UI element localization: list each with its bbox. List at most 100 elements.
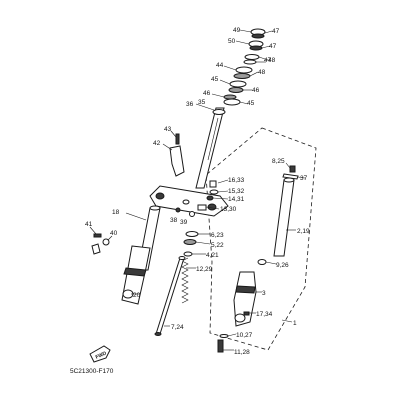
bolt-43: [175, 133, 180, 145]
callout-13-30: 13,30: [220, 206, 237, 213]
callout-47-a: 47: [272, 28, 280, 35]
steering-shaft: [195, 107, 225, 189]
callout-36: 36: [186, 101, 194, 108]
bolt-41: [93, 233, 102, 238]
fork-assembly-boundary: [205, 127, 317, 351]
callout-8-25: 8,25: [272, 158, 285, 165]
callout-39: 39: [180, 219, 188, 226]
callout-41: 41: [85, 221, 93, 228]
right-fork-tube: [273, 177, 296, 257]
top-stack-leaders: [211, 29, 273, 105]
callout-12-29: 12,29: [196, 266, 213, 273]
left-fork-outer: [121, 245, 151, 305]
clamp-small-parts: [197, 179, 229, 211]
outer-band-20: [123, 267, 147, 277]
callout-46-a: 46: [252, 87, 260, 94]
callout-6-23: 6,23: [211, 232, 224, 239]
callout-43: 43: [164, 126, 172, 133]
bolt-11-28: [217, 339, 224, 353]
bolt-17-34: [243, 311, 250, 316]
callout-38: 38: [170, 217, 178, 224]
stem-collar: [212, 109, 226, 115]
spacer-13-30: [197, 204, 207, 211]
cap-8-25: [289, 165, 296, 173]
callout-20: 20: [133, 292, 141, 299]
bearing-46: [228, 87, 244, 93]
leader-1: [281, 319, 293, 323]
washer-10-27: [219, 334, 229, 338]
callout-45-b: 45: [247, 100, 255, 107]
bracket-42: [169, 145, 185, 177]
callout-16-33: 16,33: [228, 177, 245, 184]
callout-2-19: 2,19: [297, 228, 310, 235]
pin-39: [189, 211, 195, 217]
washer-47-top: [251, 33, 265, 39]
diagram-code: 5C21300-F170: [70, 368, 114, 375]
clamp-hole-right: [207, 203, 217, 211]
axle-boss-3: [234, 313, 246, 323]
rod-7-24: [155, 257, 185, 335]
callout-40: 40: [110, 230, 118, 237]
bearing-46-low: [223, 94, 237, 100]
left-bolts: [89, 226, 113, 255]
callout-44: 44: [216, 62, 224, 69]
clamp-hole-left: [155, 192, 165, 200]
washer-40: [102, 238, 110, 246]
clip-40: [91, 243, 101, 255]
callout-42: 42: [153, 140, 161, 147]
steering-stem: [195, 107, 226, 189]
bottom-bolt: [217, 333, 237, 353]
inner-tube-2-19: [273, 179, 295, 257]
leader-9-26: [265, 261, 277, 265]
callout-47-c: 47: [264, 57, 272, 64]
callout-3: 3: [262, 290, 266, 297]
callout-49: 49: [233, 27, 241, 34]
callout-50: 50: [228, 38, 236, 45]
right-fork-outer: [233, 271, 262, 327]
bearing-race-48: [244, 54, 260, 60]
rod-bottom: [154, 332, 162, 336]
callout-48-b: 48: [258, 69, 266, 76]
pins-38-39: [175, 207, 195, 217]
oring-6-23: [185, 231, 199, 237]
callout-9-26: 9,26: [276, 262, 289, 269]
callout-10-27: 10,27: [236, 332, 253, 339]
top-bearing-stack: [223, 28, 266, 106]
fwd-arrow: FWD: [89, 345, 111, 363]
right-cap-parts: [282, 162, 306, 180]
clamp-bolt: [182, 199, 190, 205]
fwd-label: FWD: [95, 350, 108, 360]
rod-top: [178, 256, 186, 260]
drain-bolt: [243, 311, 256, 316]
callout-35: 35: [198, 99, 206, 106]
callout-15-32: 15,32: [228, 188, 245, 195]
callout-14-31: 14,31: [228, 196, 245, 203]
washer-4-21: [183, 251, 193, 257]
seal-5-22: [183, 239, 197, 245]
bolt-16-33: [209, 180, 217, 188]
seal-45-low: [223, 98, 241, 106]
pin-38: [175, 207, 181, 213]
washer-47-mid: [249, 45, 263, 51]
callout-48: 48: [268, 57, 276, 64]
callout-11-28: 11,28: [234, 349, 250, 356]
nut-14-31: [206, 195, 214, 201]
outer-band-3: [235, 285, 256, 294]
callout-5-22: 5,22: [211, 242, 224, 249]
bearing-race-48-low: [233, 73, 251, 79]
callout-7-24: 7,24: [171, 324, 184, 331]
washer-47-low: [243, 59, 257, 65]
cable-bracket: [162, 130, 185, 177]
outer-tube-3: [233, 271, 257, 327]
fork-spring: [181, 257, 196, 304]
callout-17-34: 17,34: [256, 311, 273, 318]
clip-37: [282, 173, 299, 180]
damper-rod: [154, 256, 186, 336]
spring-12-29: [181, 257, 189, 304]
callout-47-b: 47: [269, 43, 277, 50]
callout-46-b: 46: [203, 90, 211, 97]
tube-top-18: [149, 205, 161, 211]
washer-15-32: [209, 189, 219, 195]
callout-labels: 49 47 50 47 48 47 44 48 45 46 46 45 36 3…: [85, 27, 310, 356]
